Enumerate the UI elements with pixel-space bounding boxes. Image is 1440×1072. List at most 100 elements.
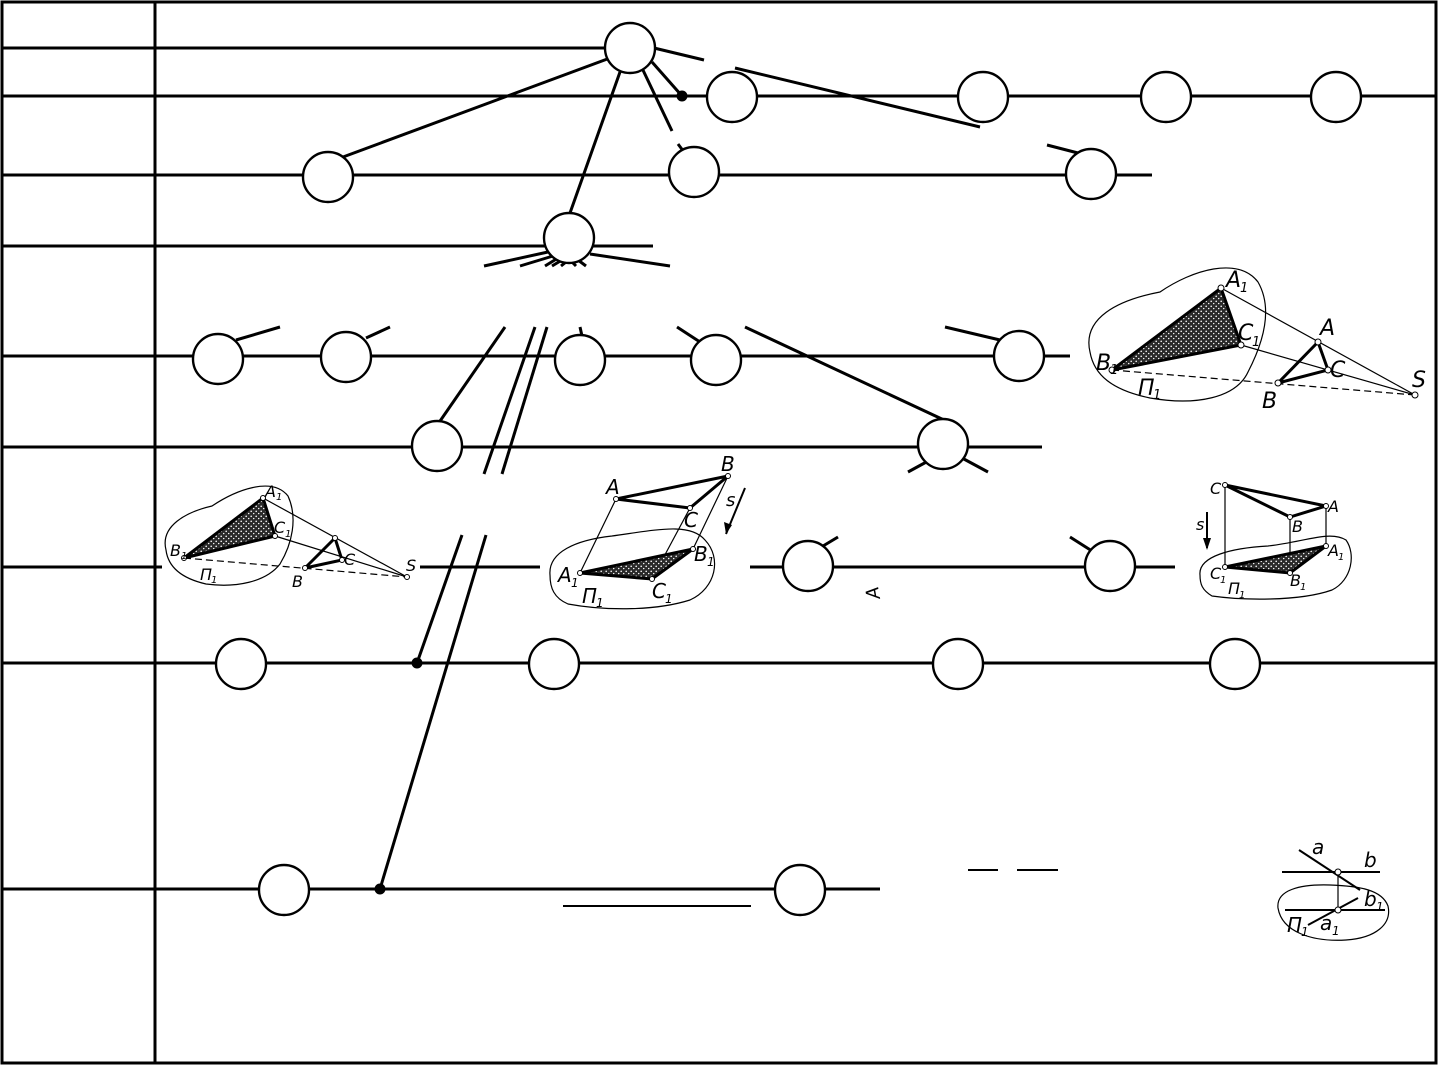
node-l7-b [1083,539,1137,593]
svg-text:C: C [684,508,698,532]
node-l5-d [689,333,743,387]
svg-text:a: a [1312,835,1324,859]
svg-text:1: 1 [1110,363,1118,378]
junction-dot-l8 [411,657,423,669]
line-a1 [1307,897,1359,926]
svg-text:A: A [556,563,572,587]
svg-text:1: 1 [1239,590,1245,601]
label-c: C [1330,358,1346,383]
nodes [191,21,1363,917]
svg-text:Π: Π [1287,913,1302,937]
connectors [235,46,1093,907]
node-l6-a [410,419,464,473]
label-a: A [1318,316,1335,341]
stray-letter: А [862,585,885,602]
stub-l6b-right [961,456,989,474]
svg-text:B: B [170,541,181,560]
fan-line [589,252,671,268]
node-l5-c [553,333,607,387]
svg-text:s: s [1196,515,1204,534]
svg-text:1: 1 [1153,388,1161,403]
label-b1: B [1096,351,1111,376]
svg-text:1: 1 [181,551,187,562]
projecting-ray-hidden [1111,369,1416,396]
svg-text:C: C [652,579,666,603]
connector-top-to-l3b [640,67,674,132]
stub-l5b [365,325,391,340]
svg-text:B: B [721,452,735,476]
svg-text:Π: Π [1228,579,1240,598]
plane-region [1277,884,1390,941]
connector-to-l8-dot [415,534,464,664]
svg-text:C: C [1210,564,1222,583]
svg-text:1: 1 [1376,900,1384,914]
stub-l5a [235,325,281,342]
node-l6-b [916,417,970,471]
svg-text:1: 1 [1301,925,1309,939]
svg-text:B: B [1292,517,1303,536]
svg-text:C: C [274,518,286,537]
junction-dot-l2 [676,90,688,102]
node-top [603,21,657,75]
svg-text:1: 1 [596,596,604,610]
svg-text:1: 1 [707,555,715,569]
label-c1: C [1238,321,1254,346]
svg-text:1: 1 [211,575,217,586]
node-l3-c [1064,147,1118,201]
node-l8-d [1208,637,1262,691]
connector-stub-l3c [1046,143,1079,155]
connector-double-a [482,326,537,475]
svg-text:B: B [292,572,303,591]
original-triangle [1224,483,1327,519]
svg-text:C: C [344,550,356,569]
original-triangle [1276,339,1330,385]
node-l9-b [773,863,827,917]
connector-top-to-dot [650,61,684,97]
svg-text:1: 1 [1252,335,1260,350]
connector-l5-to-l6a [436,326,507,425]
node-l7-a [781,539,835,593]
svg-text:A: A [264,482,276,501]
connector-top-to-l3a [342,56,611,159]
node-l2-a [705,70,759,124]
figure-central-projection-large: A 1 C 1 B 1 Π 1 A C B S [1088,267,1426,414]
stub-l7b [1069,535,1093,553]
label-a1: A [1224,268,1241,293]
node-l5-b [319,330,373,384]
figure-central-projection-small: A 1 C 1 B 1 Π 1 C B S [164,482,416,591]
node-l4 [542,211,596,265]
shaded-projection-triangle [1111,285,1243,372]
figure-parallel-projection-oblique: A B C s A 1 B 1 C 1 Π 1 [549,452,746,610]
svg-text:s: s [726,490,735,511]
node-l3-b [667,145,721,199]
node-l3-a [301,150,355,204]
figure-line-projection: a b b 1 a 1 Π 1 [1277,835,1390,941]
svg-text:B: B [694,542,708,566]
node-l2-b [956,70,1010,124]
svg-text:1: 1 [1220,575,1226,586]
connector-top-to-l4 [568,71,622,214]
svg-text:1: 1 [665,592,673,606]
svg-text:A: A [1327,497,1339,516]
svg-text:1: 1 [1240,281,1248,296]
svg-text:1: 1 [1300,582,1306,593]
label-p1: Π [1138,376,1155,401]
stub-l5e [944,325,1001,342]
svg-text:1: 1 [1332,924,1340,938]
original-triangle [303,535,344,570]
connector-top-stub [653,46,705,62]
svg-text:Π: Π [200,565,212,584]
connector-to-l9-dot [378,534,488,890]
svg-text:1: 1 [571,576,579,590]
svg-text:1: 1 [276,492,282,503]
label-s: S [1412,368,1426,393]
svg-text:A: A [1327,541,1339,560]
connector-double-b [500,326,549,475]
svg-text:B: B [1290,571,1301,590]
connector-l5-to-l6b [744,325,945,422]
node-l5-a [191,332,245,386]
fan-line [519,254,554,268]
